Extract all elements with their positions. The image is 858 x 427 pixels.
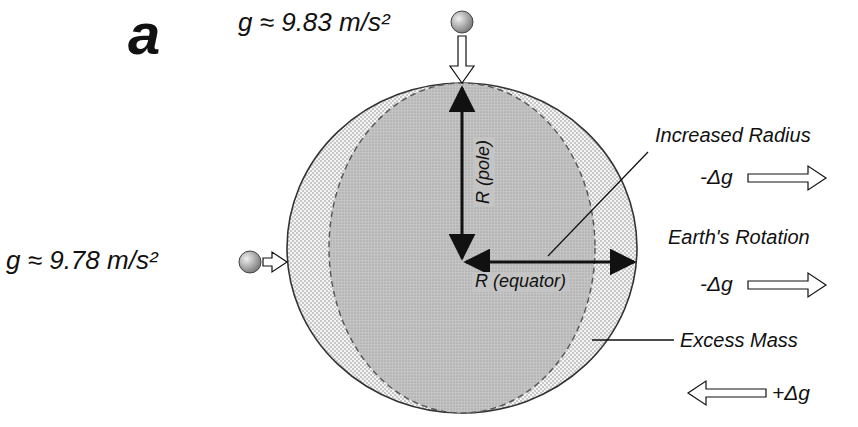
delta-g: -Δg: [700, 165, 733, 188]
effect-label: Earth's Rotation: [668, 226, 810, 248]
leader-line: [548, 152, 648, 256]
oblate-earth: [287, 83, 637, 413]
delta-g: +Δg: [772, 381, 810, 404]
pole-radius-arrow: [461, 88, 464, 258]
hollow-arrow: [688, 381, 766, 405]
equator-radius-arrow: [466, 261, 634, 264]
radius-label: R (pole): [474, 137, 494, 207]
hollow-arrow: [263, 252, 287, 272]
test-mass: [451, 11, 473, 33]
effect-label: Excess Mass: [680, 329, 798, 351]
leader-line: [592, 339, 674, 340]
hollow-arrow: [748, 273, 826, 297]
gravity-value: g ≈ 9.83 m/s²: [238, 8, 390, 37]
hollow-arrow: [748, 166, 826, 190]
effect-label: Increased Radius: [655, 124, 811, 146]
gravity-value: g ≈ 9.78 m/s²: [6, 246, 158, 275]
delta-g: -Δg: [700, 272, 733, 295]
hollow-arrow: [450, 36, 474, 83]
panel-letter: a: [128, 2, 160, 66]
test-mass: [239, 251, 261, 273]
radius-label: R (equator): [472, 272, 569, 292]
